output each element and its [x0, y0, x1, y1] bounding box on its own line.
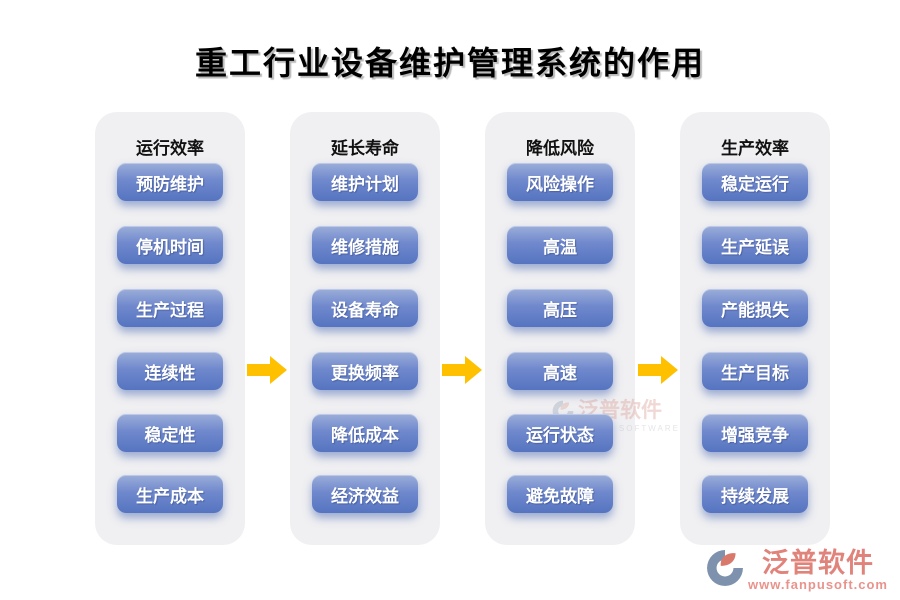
node-button: 停机时间 — [117, 226, 223, 264]
node-button: 高速 — [507, 352, 613, 390]
node-button: 经济效益 — [312, 475, 418, 513]
node-button: 避免故障 — [507, 475, 613, 513]
column-header: 生产效率 — [721, 139, 789, 158]
node-button: 持续发展 — [702, 475, 808, 513]
node-button: 生产过程 — [117, 289, 223, 327]
fanpu-logo-icon — [707, 550, 743, 586]
node-button: 生产目标 — [702, 352, 808, 390]
column-header: 降低风险 — [526, 139, 594, 158]
arrow-right-icon — [442, 356, 482, 384]
column-operating-efficiency: 运行效率 预防维护 停机时间 生产过程 连续性 稳定性 生产成本 — [95, 112, 245, 545]
column-reduce-risk: 降低风险 风险操作 高温 高压 高速 运行状态 避免故障 — [485, 112, 635, 545]
node-button: 预防维护 — [117, 163, 223, 201]
column-production-efficiency: 生产效率 稳定运行 生产延误 产能损失 生产目标 增强竞争 持续发展 — [680, 112, 830, 545]
node-button: 降低成本 — [312, 414, 418, 452]
brand-footer: 泛普软件 www.fanpusoft.com — [706, 549, 888, 592]
column-header: 运行效率 — [136, 139, 204, 158]
arrow-right-icon — [247, 356, 287, 384]
node-button: 生产延误 — [702, 226, 808, 264]
node-button: 稳定性 — [117, 414, 223, 452]
node-button: 生产成本 — [117, 475, 223, 513]
node-button: 维护计划 — [312, 163, 418, 201]
column-extend-lifespan: 延长寿命 维护计划 维修措施 设备寿命 更换频率 降低成本 经济效益 — [290, 112, 440, 545]
node-button: 风险操作 — [507, 163, 613, 201]
brand-name-text: 泛普软件 — [761, 548, 874, 578]
node-button: 运行状态 — [507, 414, 613, 452]
page-title: 重工行业设备维护管理系统的作用 — [194, 44, 705, 82]
arrow-right-icon — [638, 356, 678, 384]
node-button: 高温 — [507, 226, 613, 264]
node-button: 产能损失 — [702, 289, 808, 327]
column-header: 延长寿命 — [331, 139, 399, 158]
node-button: 增强竞争 — [702, 414, 808, 452]
node-button: 维修措施 — [312, 226, 418, 264]
node-button: 设备寿命 — [312, 289, 418, 327]
node-button: 更换频率 — [312, 352, 418, 390]
node-button: 稳定运行 — [702, 163, 808, 201]
node-button: 连续性 — [117, 352, 223, 390]
brand-url-text: www.fanpusoft.com — [747, 577, 888, 592]
node-button: 高压 — [507, 289, 613, 327]
